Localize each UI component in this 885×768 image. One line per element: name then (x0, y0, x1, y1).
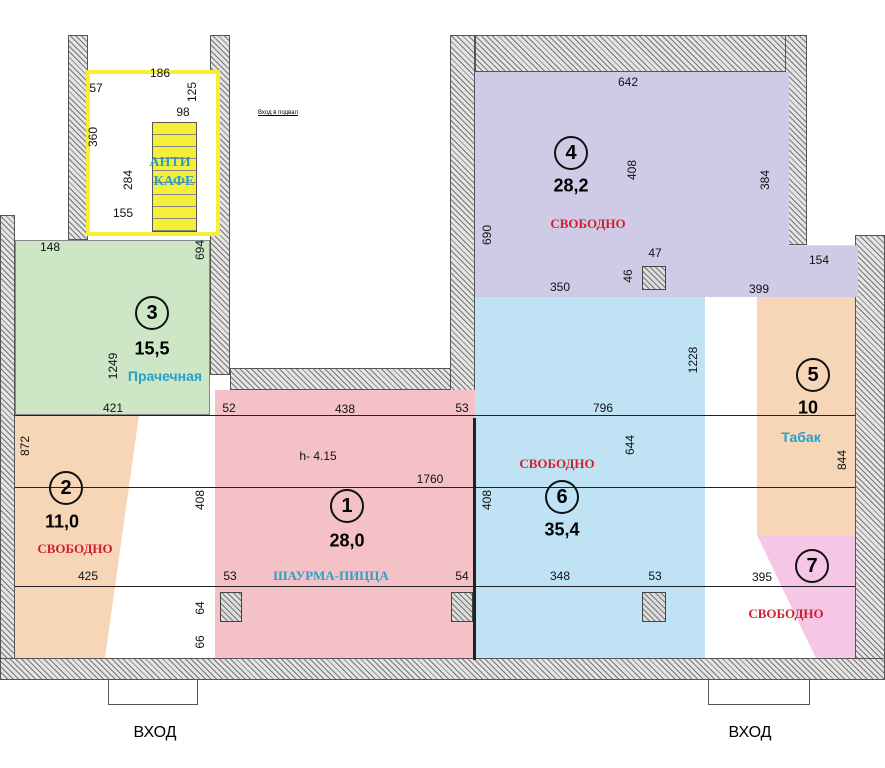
dimension-line (15, 487, 855, 488)
dimension: 421 (102, 401, 124, 415)
dimension: 408 (625, 159, 639, 181)
wall (475, 35, 805, 72)
wall (68, 35, 88, 240)
stairs (152, 122, 197, 232)
room-status: СВОБОДНО (37, 541, 113, 556)
dimension: 46 (621, 269, 635, 283)
basement-note: Вход в подвал (258, 110, 299, 116)
dimension: 1760 (416, 472, 444, 486)
room-number: 3 (135, 296, 169, 330)
stair-label: АНТИ (149, 155, 191, 170)
dimension: 796 (592, 401, 614, 415)
dimension: 98 (176, 105, 190, 119)
column (220, 592, 242, 622)
dimension: 408 (193, 489, 207, 511)
dimension: 53 (223, 569, 237, 583)
dimension: 408 (480, 489, 494, 511)
dimension: 644 (623, 434, 637, 456)
dimension: 1249 (106, 352, 120, 380)
room-tenant: ШАУРМА-ПИЦЦА (273, 568, 389, 583)
dimension: 350 (549, 280, 571, 294)
dimension: 642 (617, 75, 639, 89)
room-5[interactable] (757, 297, 855, 535)
dimension: 438 (334, 402, 356, 416)
dimension: 155 (112, 206, 134, 220)
room-6[interactable] (475, 297, 705, 658)
partition (473, 418, 476, 660)
dimension: 154 (808, 253, 830, 267)
dimension: 425 (77, 569, 99, 583)
dimension: 395 (751, 570, 773, 584)
dimension: 384 (758, 169, 772, 191)
wall (0, 215, 15, 665)
room-area: 35,4 (544, 519, 580, 540)
room-number: 7 (795, 549, 829, 583)
room-tenant: Прачечная (127, 368, 203, 384)
room-3[interactable] (15, 240, 210, 415)
dimension: 125 (185, 81, 199, 103)
column (642, 592, 666, 622)
column (451, 592, 473, 622)
room-area: 28,0 (329, 530, 365, 551)
dimension: 66 (193, 635, 207, 649)
dimension-line (15, 586, 855, 587)
wall (450, 35, 475, 405)
room-tenant: Табак (781, 429, 821, 445)
dimension: 53 (648, 569, 662, 583)
room-area: 10 (797, 397, 819, 418)
room-status: СВОБОДНО (550, 216, 626, 231)
dimension: 284 (121, 169, 135, 191)
dimension: 57 (89, 81, 103, 95)
dimension: 348 (549, 569, 571, 583)
room-area: 11,0 (44, 511, 80, 532)
entrance-door[interactable] (708, 680, 810, 705)
column (642, 266, 666, 290)
ceiling-height: h- 4.15 (299, 449, 337, 463)
entrance-door[interactable] (108, 680, 198, 705)
wall (855, 235, 885, 675)
entrance-label: ВХОД (133, 724, 177, 741)
dimension: 872 (18, 435, 32, 457)
dimension: 148 (39, 240, 61, 254)
room-status: СВОБОДНО (519, 456, 595, 471)
room-number: 2 (49, 471, 83, 505)
wall (230, 368, 475, 390)
room-area: 28,2 (553, 175, 589, 196)
dimension: 399 (748, 282, 770, 296)
room-number: 5 (796, 358, 830, 392)
dimension: 52 (222, 401, 236, 415)
dimension: 186 (149, 66, 171, 80)
wall (0, 658, 885, 680)
dimension: 47 (648, 246, 662, 260)
dimension: 844 (835, 449, 849, 471)
dimension: 690 (480, 224, 494, 246)
dimension: 1228 (686, 346, 700, 374)
dimension: 53 (455, 401, 469, 415)
room-1[interactable] (215, 390, 475, 658)
room-number: 1 (330, 489, 364, 523)
dimension: 64 (193, 601, 207, 615)
dimension: 360 (86, 126, 100, 148)
room-2[interactable] (15, 415, 139, 658)
dimension-line (15, 415, 855, 416)
entrance-label: ВХОД (728, 724, 772, 741)
room-number: 4 (554, 136, 588, 170)
dimension: 54 (455, 569, 469, 583)
stair-label: КАФЕ (153, 174, 195, 189)
room-number: 6 (545, 480, 579, 514)
room-area: 15,5 (134, 338, 170, 359)
dimension: 694 (193, 239, 207, 261)
room-status: СВОБОДНО (748, 606, 824, 621)
